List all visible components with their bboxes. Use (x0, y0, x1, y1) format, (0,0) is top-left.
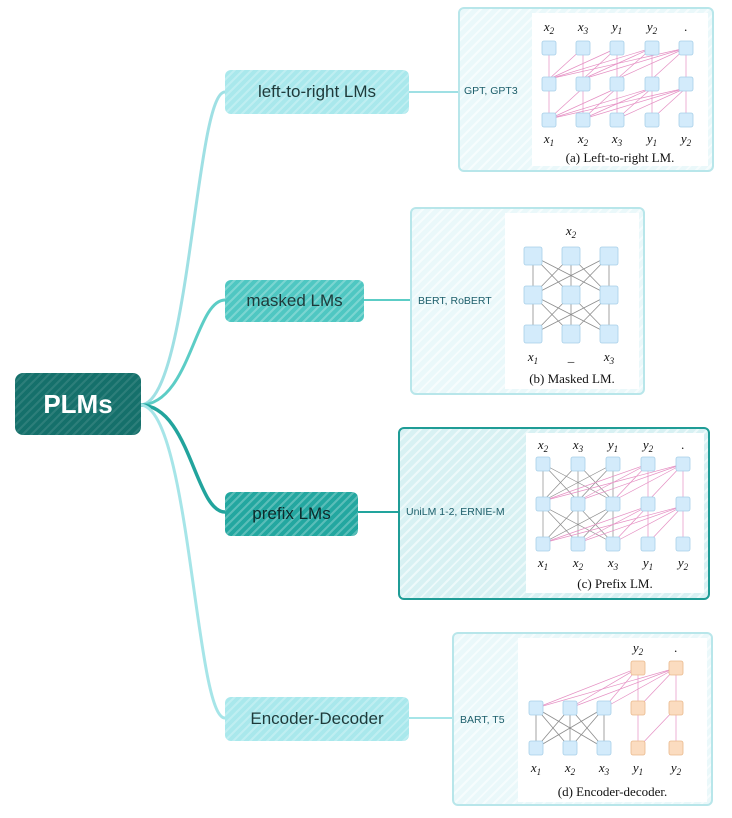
svg-text:y2: y2 (669, 760, 682, 777)
svg-text:y2: y2 (631, 640, 644, 657)
edge-root-encoder-decoder (138, 403, 227, 720)
svg-text:x2: x2 (543, 19, 555, 36)
svg-text:x3: x3 (603, 349, 615, 366)
models-left-to-right: GPT, GPT3 (464, 85, 518, 97)
category-masked: masked LMs (225, 280, 364, 322)
root-node: PLMs (15, 373, 141, 435)
svg-text:x3: x3 (607, 555, 619, 572)
figure-encoder-decoder: y2 . x1 x2 x3 y1 y2 (d) Encoder-decoder. (518, 638, 707, 802)
category-prefix-label: prefix LMs (252, 504, 331, 523)
svg-text:x2: x2 (565, 223, 577, 240)
svg-text:x2: x2 (577, 131, 589, 148)
figure-left-to-right: x2 x3 y1 y2 . x1 x2 x3 y1 y2 (a) Left-to… (532, 13, 708, 166)
root-label: PLMs (43, 388, 113, 419)
svg-text:x3: x3 (598, 760, 610, 777)
svg-text:y2: y2 (679, 131, 692, 148)
category-prefix: prefix LMs (225, 492, 358, 536)
figure-masked: x2 x1 _ x3 (b) Masked LM. (505, 213, 639, 389)
svg-text:y1: y1 (641, 555, 653, 572)
models-encoder-decoder: BART, T5 (460, 714, 505, 726)
category-encoder-decoder: Encoder-Decoder (225, 697, 409, 741)
svg-text:x2: x2 (564, 760, 576, 777)
models-prefix: UniLM 1-2, ERNIE-M (406, 506, 505, 518)
svg-text:y2: y2 (645, 19, 658, 36)
svg-text:y1: y1 (606, 437, 618, 454)
svg-text:x3: x3 (577, 19, 589, 36)
category-left-to-right-label: left-to-right LMs (257, 82, 377, 101)
category-encoder-decoder-label: Encoder-Decoder (250, 709, 384, 728)
panel-encoder-decoder: BART, T5 y2 . x (452, 632, 713, 806)
svg-text:.: . (674, 640, 677, 655)
category-masked-label: masked LMs (246, 291, 343, 310)
caption-masked: (b) Masked LM. (529, 371, 615, 386)
panel-masked: BERT, RoBERT x2 x1 _ x3 (b) Masked LM. (410, 207, 645, 395)
caption-prefix: (c) Prefix LM. (577, 576, 653, 591)
svg-text:x2: x2 (572, 555, 584, 572)
edge-root-masked (138, 298, 227, 407)
edge-root-left-to-right (138, 90, 227, 407)
caption-encoder-decoder: (d) Encoder-decoder. (557, 784, 668, 799)
svg-text:y2: y2 (676, 555, 689, 572)
svg-text:x3: x3 (572, 437, 584, 454)
panel-prefix: UniLM 1-2, ERNIE-M x2 x3 y1 y2 (398, 427, 710, 600)
svg-text:x2: x2 (537, 437, 549, 454)
svg-text:x1: x1 (537, 555, 548, 572)
svg-text:_: _ (567, 349, 575, 364)
caption-left-to-right: (a) Left-to-right LM. (565, 150, 675, 165)
category-left-to-right: left-to-right LMs (225, 70, 409, 114)
svg-text:x1: x1 (543, 131, 554, 148)
svg-text:y1: y1 (631, 760, 643, 777)
figure-prefix: x2 x3 y1 y2 . x1 x2 x3 y1 y2 (c) Prefix … (526, 433, 704, 593)
edge-root-prefix (138, 403, 227, 514)
svg-text:x1: x1 (530, 760, 541, 777)
svg-text:x1: x1 (527, 349, 538, 366)
svg-text:y1: y1 (645, 131, 657, 148)
svg-text:x3: x3 (611, 131, 623, 148)
models-masked: BERT, RoBERT (418, 295, 492, 307)
svg-text:y1: y1 (610, 19, 622, 36)
svg-text:y2: y2 (641, 437, 654, 454)
svg-text:.: . (681, 437, 684, 452)
panel-left-to-right: GPT, GPT3 x2 x3 y1 (458, 7, 714, 172)
svg-text:.: . (684, 19, 687, 34)
